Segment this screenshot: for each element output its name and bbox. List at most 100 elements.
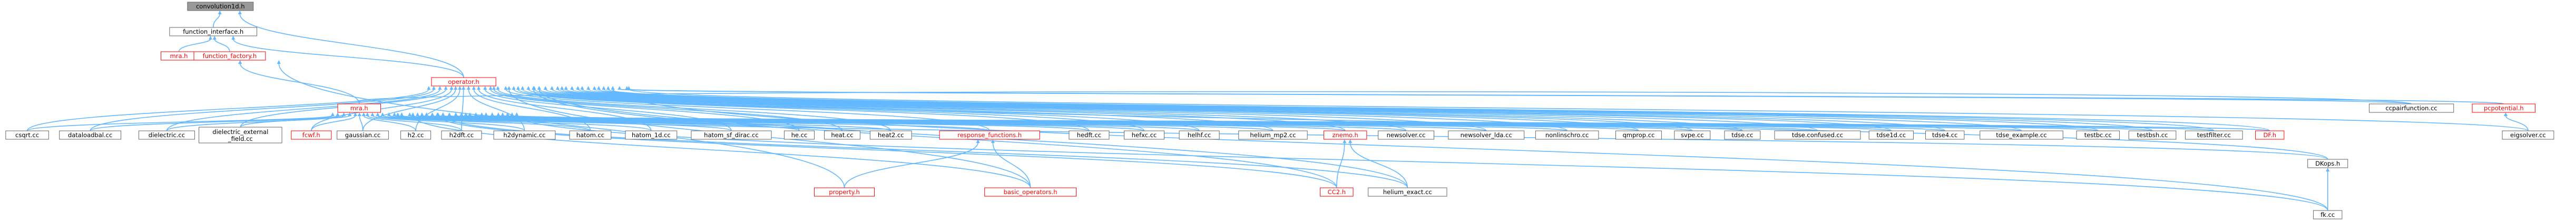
node-h2dynamic[interactable]: h2dynamic.cc bbox=[493, 130, 556, 140]
edge-arrowhead bbox=[353, 112, 357, 116]
node-h2[interactable]: h2.cc bbox=[400, 130, 432, 140]
node-newsolver-lda[interactable]: newsolver_lda.cc bbox=[1448, 130, 1525, 140]
edge-arrowhead bbox=[555, 86, 560, 90]
node-label: tdse.confused.cc bbox=[1792, 131, 1843, 139]
node-tdse1d[interactable]: tdse1d.cc bbox=[1868, 130, 1914, 140]
edge-arrowhead bbox=[435, 112, 439, 116]
node-DKops[interactable]: DKops.h bbox=[2307, 159, 2348, 168]
edge-tdse_confused-to-operator bbox=[570, 86, 1818, 131]
edge-arrowhead bbox=[454, 86, 458, 90]
edge-arrowhead bbox=[501, 112, 505, 116]
node-h2dft[interactable]: h2dft.cc bbox=[441, 130, 482, 140]
edge-line bbox=[437, 115, 1337, 188]
node-pcpotential[interactable]: pcpotential.h bbox=[2472, 103, 2536, 113]
node-label: DKops.h bbox=[2315, 160, 2340, 167]
edge-property-to-response_functions bbox=[844, 139, 980, 188]
edge-arrowhead bbox=[441, 112, 445, 116]
node-label: he.cc bbox=[791, 131, 808, 139]
node-operator[interactable]: operator.h bbox=[431, 77, 496, 87]
edge-line bbox=[2505, 115, 2529, 131]
edge-arrowhead bbox=[586, 86, 591, 90]
node-mra-small[interactable]: mra.h bbox=[161, 51, 197, 61]
node-svpe[interactable]: svpe.cc bbox=[1674, 130, 1711, 140]
node-testbsh[interactable]: testbsh.cc bbox=[2128, 130, 2177, 140]
node-CC2[interactable]: CC2.h bbox=[1320, 187, 1354, 197]
node-testbc[interactable]: testbc.cc bbox=[2076, 130, 2120, 140]
node-label: h2.cc bbox=[408, 131, 424, 139]
node-dataloadbal[interactable]: dataloadbal.cc bbox=[59, 130, 122, 140]
edge-arrowhead bbox=[550, 86, 554, 90]
node-label: eigsolver.cc bbox=[2510, 131, 2546, 139]
node-label: qmprop.cc bbox=[1622, 131, 1654, 139]
edge-arrowhead bbox=[387, 112, 391, 116]
node-hatom[interactable]: hatom.cc bbox=[569, 130, 612, 140]
node-heat2[interactable]: heat2.cc bbox=[869, 130, 912, 140]
node-helium-exact[interactable]: helium_exact.cc bbox=[1368, 187, 1447, 197]
edge-arrowhead bbox=[449, 86, 454, 90]
node-helhf[interactable]: helhf.cc bbox=[1179, 130, 1220, 140]
node-nonlinschro[interactable]: nonlinschro.cc bbox=[1535, 130, 1599, 140]
node-ccpairfunction[interactable]: ccpairfunction.cc bbox=[2369, 103, 2454, 113]
edge-dielectric-to-operator bbox=[166, 86, 442, 131]
node-dielectric-external-field[interactable]: dielectric_external_field.cc bbox=[199, 127, 282, 144]
edge-arrowhead bbox=[618, 86, 622, 90]
edge-arrowhead bbox=[416, 112, 420, 116]
node-znemo[interactable]: znemo.h bbox=[1323, 130, 1367, 140]
node-hatom-sf-dirac[interactable]: hatom_sf_dirac.cc bbox=[691, 130, 772, 140]
node-tdse[interactable]: tdse.cc bbox=[1724, 130, 1761, 140]
edge-line bbox=[359, 115, 364, 131]
edge-line bbox=[415, 89, 461, 131]
node-basic-operators[interactable]: basic_operators.h bbox=[984, 187, 1077, 197]
node-gaussian[interactable]: gaussian.cc bbox=[337, 130, 389, 140]
edge-hatom_sf_dirac-to-mra_main bbox=[387, 112, 732, 131]
node-hedft[interactable]: hedft.cc bbox=[1069, 130, 1110, 140]
node-newsolver[interactable]: newsolver.cc bbox=[1378, 130, 1435, 140]
node-hefxc[interactable]: hefxc.cc bbox=[1124, 130, 1165, 140]
edge-arrowhead bbox=[444, 86, 448, 90]
node-tdse-example[interactable]: tdse_example.cc bbox=[1980, 130, 2063, 140]
edge-arrowhead bbox=[231, 36, 236, 40]
edge-line bbox=[412, 115, 1031, 188]
edge-line bbox=[612, 89, 2328, 211]
edge-arrowhead bbox=[464, 112, 468, 116]
node-tdse-confused[interactable]: tdse.confused.cc bbox=[1774, 130, 1861, 140]
node-DF[interactable]: DF.h bbox=[2255, 130, 2285, 140]
node-label: tdse_example.cc bbox=[1996, 131, 2046, 139]
edge-arrowhead bbox=[2326, 168, 2330, 171]
edge-line bbox=[565, 89, 1743, 131]
node-fk[interactable]: fk.cc bbox=[2313, 210, 2343, 219]
edge-arrowhead bbox=[2504, 112, 2508, 116]
node-tdse4[interactable]: tdse4.cc bbox=[1925, 130, 1965, 140]
node-response-functions[interactable]: response_functions.h bbox=[939, 130, 1040, 140]
node-hatom-1d[interactable]: hatom_1d.cc bbox=[625, 130, 678, 140]
node-eigsolver[interactable]: eigsolver.cc bbox=[2502, 130, 2554, 140]
node-testfilter[interactable]: testfilter.cc bbox=[2185, 130, 2243, 140]
edge-line bbox=[443, 115, 1408, 188]
node-function-interface[interactable]: function_interface.h bbox=[169, 27, 258, 36]
edge-arrowhead bbox=[512, 86, 516, 90]
node-qmprop[interactable]: qmprop.cc bbox=[1615, 130, 1662, 140]
edge-arrowhead bbox=[348, 112, 352, 116]
edge-eigsolver-to-operator bbox=[626, 86, 2529, 131]
edge-basic_operators-to-response_functions bbox=[991, 139, 1031, 188]
node-label: dielectric.cc bbox=[149, 131, 185, 139]
node-label: dataloadbal.cc bbox=[68, 131, 112, 139]
edge-line bbox=[26, 89, 429, 131]
node-property[interactable]: property.h bbox=[814, 187, 875, 197]
node-heat[interactable]: heat.cc bbox=[824, 130, 860, 140]
node-he[interactable]: he.cc bbox=[783, 130, 815, 140]
node-function-factory[interactable]: function_factory.h bbox=[193, 51, 266, 61]
edge-h2dft-to-mra_main bbox=[365, 112, 462, 131]
node-label: heat2.cc bbox=[878, 131, 904, 139]
node-convolution1d[interactable]: convolution1d.h bbox=[187, 2, 254, 11]
edge-arrowhead bbox=[543, 86, 547, 90]
edge-arrowhead bbox=[238, 11, 242, 14]
node-dielectric[interactable]: dielectric.cc bbox=[138, 130, 195, 140]
node-label: h2dft.cc bbox=[449, 131, 474, 139]
node-fcwf[interactable]: fcwf.h bbox=[291, 130, 332, 140]
edge-mra-to-function_interface bbox=[178, 36, 212, 52]
node-mra-main[interactable]: mra.h bbox=[337, 103, 381, 113]
node-csqrt[interactable]: csqrt.cc bbox=[5, 130, 49, 140]
edge-arrowhead bbox=[1348, 139, 1353, 143]
node-helium-mp2[interactable]: helium_mp2.cc bbox=[1238, 130, 1308, 140]
